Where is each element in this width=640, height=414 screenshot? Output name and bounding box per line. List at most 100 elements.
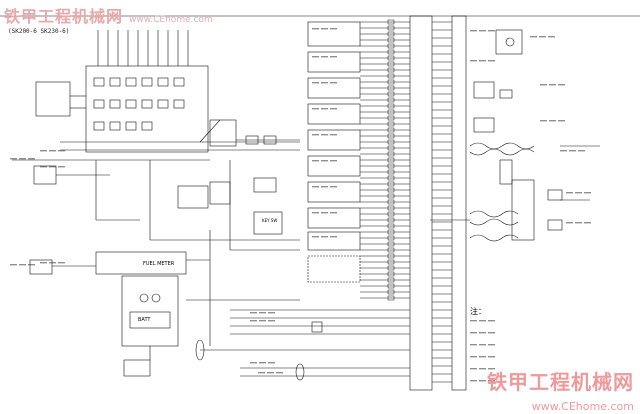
label-mark <box>488 344 495 346</box>
wire-connector <box>387 133 395 139</box>
label-mark <box>28 264 35 266</box>
label-mark <box>268 362 275 364</box>
label-mark <box>321 160 328 162</box>
label-mark <box>540 120 547 122</box>
label-mark <box>488 30 495 32</box>
label-mark <box>58 262 65 264</box>
label-mark <box>566 222 573 224</box>
label-mark <box>49 166 56 168</box>
label-mark <box>470 332 477 334</box>
label-mark <box>479 368 486 370</box>
wire-connector <box>387 67 395 73</box>
wire-connector <box>387 247 395 253</box>
label-mark <box>470 368 477 370</box>
label-mark <box>40 262 47 264</box>
label-mark <box>470 60 477 62</box>
label-mark <box>28 158 35 160</box>
label-mark <box>479 60 486 62</box>
label-mark <box>40 166 47 168</box>
label-mark <box>470 30 477 32</box>
wire-connector <box>387 157 395 163</box>
label-mark <box>276 372 283 374</box>
wire-connector <box>387 31 395 37</box>
watermark-url-bottom: www.CEhome.com <box>531 400 634 413</box>
label-mark <box>250 362 257 364</box>
wire-connector <box>387 211 395 217</box>
wire-connector <box>387 73 395 79</box>
label-mark <box>49 262 56 264</box>
label-mark <box>58 150 65 152</box>
label-mark <box>250 320 257 322</box>
label-mark <box>584 192 591 194</box>
label-mark <box>330 82 337 84</box>
alternator-box <box>253 177 277 193</box>
label-mark <box>575 222 582 224</box>
wire-connector <box>387 49 395 55</box>
label-mark <box>584 222 591 224</box>
wire-connector <box>387 217 395 223</box>
watermark-top: 铁甲工程机械网 www.CEhome.com <box>4 3 213 27</box>
wire-connector <box>387 277 395 283</box>
wire-connector <box>387 205 395 211</box>
relay-block-upper <box>85 65 209 153</box>
wire-connector <box>387 271 395 277</box>
label-mark <box>259 320 266 322</box>
wire-connector <box>387 145 395 151</box>
wire-connector <box>387 103 395 109</box>
label-mark <box>321 134 328 136</box>
wire-connector <box>387 115 395 121</box>
label-mark <box>479 320 486 322</box>
label-mark <box>259 362 266 364</box>
label-mark <box>321 28 328 30</box>
label-mark <box>488 332 495 334</box>
batt-label: BATT <box>138 317 151 323</box>
watermark-bottom: 铁甲工程机械网 www.CEhome.com <box>487 366 634 414</box>
watermark-url: www.CEhome.com <box>129 15 213 25</box>
watermark-site-name: 铁甲工程机械网 <box>4 7 124 26</box>
label-mark <box>330 134 337 136</box>
label-mark <box>549 84 556 86</box>
wire-connector <box>387 259 395 265</box>
label-mark <box>539 36 546 38</box>
wire-connector <box>387 97 395 103</box>
fuel-meter-box <box>95 251 187 275</box>
label-mark <box>10 158 17 160</box>
label-mark <box>330 186 337 188</box>
wire-connector <box>387 169 395 175</box>
label-mark <box>330 56 337 58</box>
label-mark <box>479 380 486 382</box>
label-mark <box>312 160 319 162</box>
fuel-sensor-box <box>29 259 53 275</box>
label-mark <box>10 264 17 266</box>
label-mark <box>470 356 477 358</box>
key-switch-label: KEY SW <box>262 218 278 223</box>
wire-connector <box>387 229 395 235</box>
label-mark <box>268 320 275 322</box>
wire-connector <box>387 61 395 67</box>
wire-connector <box>387 139 395 145</box>
label-mark <box>488 368 495 370</box>
central-relay-box <box>209 119 237 147</box>
label-mark <box>558 120 565 122</box>
label-mark <box>312 28 319 30</box>
label-mark <box>312 212 319 214</box>
label-mark <box>49 150 56 152</box>
wire-connector <box>387 55 395 61</box>
label-mark <box>321 108 328 110</box>
label-mark <box>479 30 486 32</box>
label-mark <box>530 36 537 38</box>
watermark-site-name-bottom: 铁甲工程机械网 <box>487 370 634 394</box>
wire-connector <box>387 283 395 289</box>
label-mark <box>321 82 328 84</box>
sensor-bottom <box>123 359 151 377</box>
wire-connector <box>387 235 395 241</box>
wire-connector <box>387 91 395 97</box>
wire-connector <box>387 175 395 181</box>
wire-connector <box>387 265 395 271</box>
label-mark <box>321 56 328 58</box>
label-mark <box>330 236 337 238</box>
label-mark <box>330 28 337 30</box>
label-mark <box>250 312 257 314</box>
